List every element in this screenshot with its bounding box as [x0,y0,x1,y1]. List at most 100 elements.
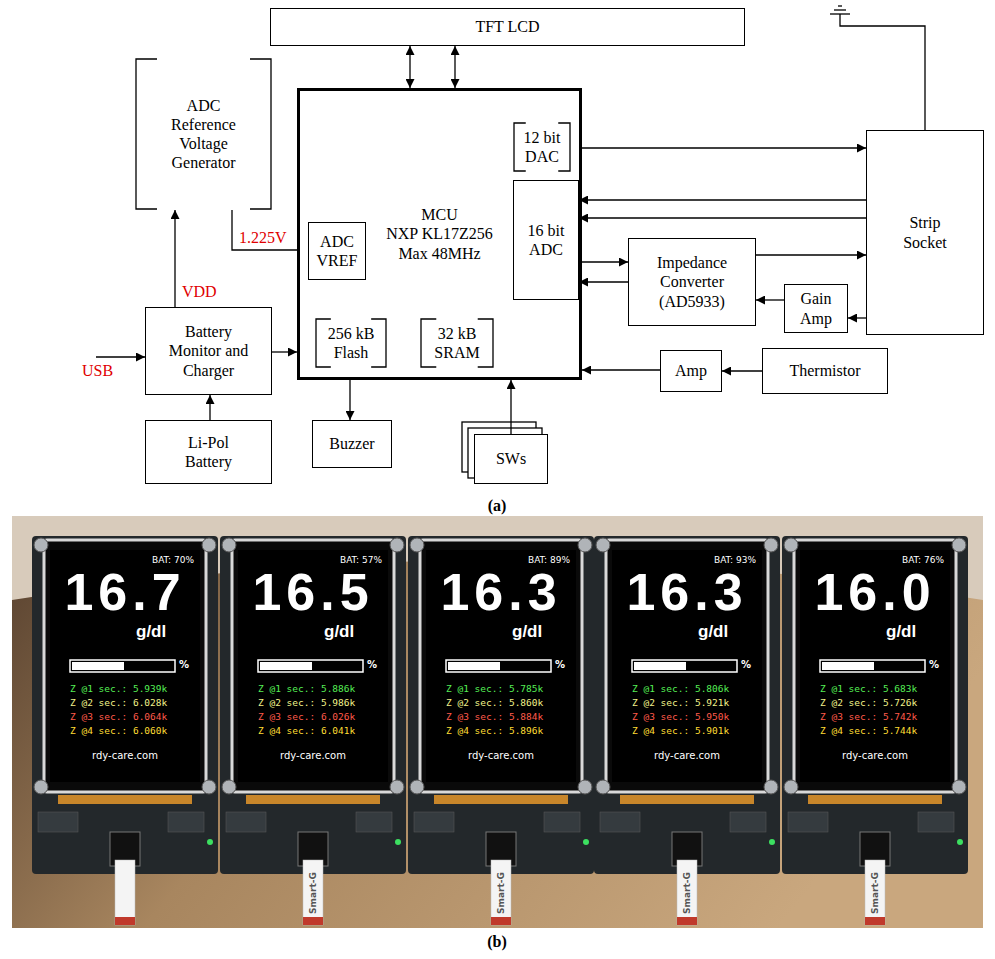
text-block: ADC VREF [314,232,360,270]
text-block: ADC Reference Voltage Generator [164,96,244,173]
block-label: Buzzer [329,434,374,453]
impedance-readout: Z @2 sec.: 5.726k [820,698,917,709]
text-block: 32 kB SRAM [429,324,485,362]
text-block: SWs [496,449,526,468]
text-block: Li-Pol Battery [174,433,244,471]
switch-box: SWs [474,434,548,484]
signal-arrow [848,317,866,318]
text-block: 256 kB Flash [323,324,379,362]
hemoglobin-value: 16.3 [440,566,561,618]
signal-arrow [579,217,866,218]
impedance-readout: Z @1 sec.: 5.785k [446,684,543,695]
percent-sign: % [929,659,939,671]
strip-brand: Smart-G [496,872,506,914]
impedance-readout: Z @2 sec.: 5.986k [258,698,355,709]
signal-arrow [756,254,866,255]
impedance-readout: Z @3 sec.: 5.950k [632,712,729,723]
percent-sign: % [555,659,565,671]
bracket-outline [135,58,272,210]
unit-label: g/dl [136,622,166,642]
input-label: USB [82,362,113,380]
text-block: Buzzer [329,434,374,453]
block-box: 16 bit ADC [513,180,579,300]
strip-brand: Smart-G [682,872,692,914]
signal-arrow [209,395,210,420]
device-board [32,536,218,925]
bracket-box: ADC Reference Voltage Generator [135,58,272,210]
device-board [220,536,406,925]
bracket-box: 12 bit DAC [513,122,571,172]
block-label: ADC Reference Voltage Generator [164,96,244,173]
impedance-readout: Z @4 sec.: 5.744k [820,726,917,737]
panel-caption: (a) [488,497,507,515]
block-label: Battery Monitor and Charger [167,322,251,380]
panel-caption: (b) [487,933,507,951]
photo-background [12,516,983,928]
sensor-box: Thermistor [762,348,888,394]
signal-arrow [722,370,762,371]
block-label: Gain Amp [794,289,838,327]
text-block: Amp [675,361,707,380]
bracket-outline [250,59,271,209]
hemoglobin-value: 16.0 [814,566,935,618]
block-label: NXP KL17Z256 Max 48MHz [382,224,498,262]
impedance-readout: Z @3 sec.: 6.064k [70,712,167,723]
bracket-outline [136,59,157,209]
unit-label: g/dl [698,622,728,642]
usb-input-arrow [96,356,145,357]
ground-symbol [830,6,925,130]
voltage-label: 1.225V [238,229,288,247]
block-label: Amp [675,361,707,380]
block-label: Impedance Converter (AD5933) [650,253,734,311]
signal-arrow [579,199,866,200]
hemoglobin-value: 16.5 [252,566,373,618]
impedance-readout: Z @3 sec.: 5.742k [820,712,917,723]
text-block: Gain Amp [794,289,838,327]
block-label: 256 kB Flash [323,324,379,362]
impedance-readout: Z @1 sec.: 5.886k [258,684,355,695]
website-url: rdy-care.com [468,750,534,762]
amplifier-box: Amp [660,350,722,392]
block-label: MCU [382,205,498,224]
percent-sign: % [179,659,189,671]
battery-box: Li-Pol Battery [145,420,272,484]
text-block: Impedance Converter (AD5933) [650,253,734,311]
display-box: TFT LCD [270,8,745,46]
bracket-box: 32 kB SRAM [420,318,494,368]
bracket-outline [478,319,493,367]
website-url: rdy-care.com [654,750,720,762]
block-label: Li-Pol Battery [174,433,244,471]
unit-label: g/dl [886,622,916,642]
voltage-label: VDD [181,283,218,301]
impedance-readout: Z @2 sec.: 5.860k [446,698,543,709]
signal-arrow [571,147,866,148]
signal-arrow [454,46,455,88]
text-block: 16 bit ADC [523,221,569,259]
text-block: Strip Socket [897,213,953,251]
device-board [782,536,968,925]
battery-readout: BAT: 70% [152,555,194,565]
block-label: Strip Socket [897,213,953,251]
strip-brand: Smart-G [308,872,318,914]
impedance-readout: Z @4 sec.: 6.060k [70,726,167,737]
text-block: Battery Monitor and Charger [167,322,251,380]
strip-brand: Smart-G [870,872,880,914]
battery-readout: BAT: 89% [528,555,570,565]
signal-arrow [409,46,410,88]
percent-sign: % [367,659,377,671]
impedance-readout: Z @2 sec.: 6.028k [70,698,167,709]
signal-arrow [756,299,784,300]
signal-arrow [349,380,350,420]
signal-arrow [272,351,297,352]
percent-sign: % [741,659,751,671]
amplifier-box: Gain Amp [784,284,848,333]
signal-arrow [582,369,660,370]
block-label: 16 bit ADC [523,221,569,259]
block-box: ADC VREF [308,222,366,280]
device-board [408,536,594,925]
device-board [594,536,780,925]
block-label: 32 kB SRAM [429,324,485,362]
mcu-box: ADC VREF 12 bit DAC 16 bit ADC 256 kB Flash… [297,88,582,380]
bracket-outline [421,319,436,367]
text-block: MCUNXP KL17Z256 Max 48MHz [382,205,498,263]
